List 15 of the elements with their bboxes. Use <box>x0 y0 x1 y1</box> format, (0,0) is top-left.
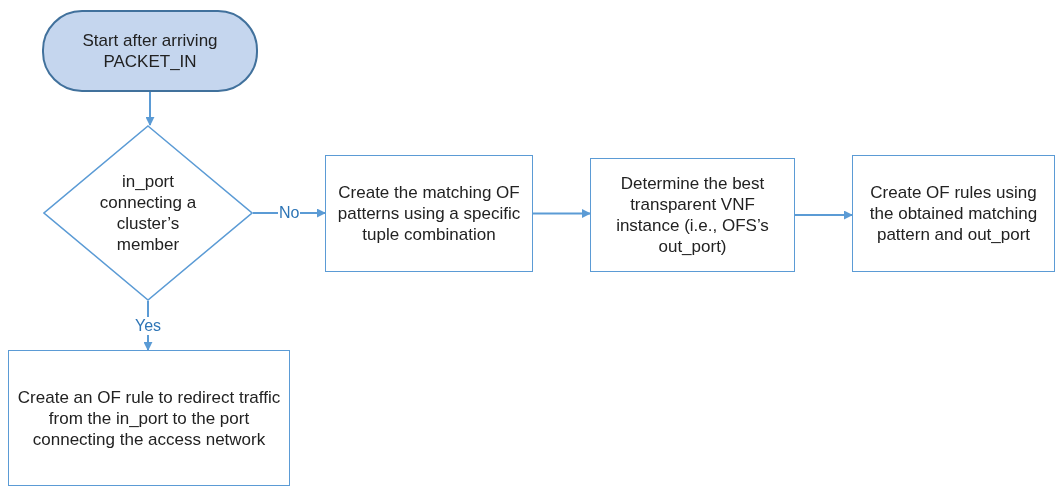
edge-label: Yes <box>134 316 163 335</box>
decision-text: in_port connecting a cluster’s member <box>98 171 198 255</box>
process-box <box>325 155 533 272</box>
decision-diamond <box>43 125 253 301</box>
step-text: Create the matching OF patterns using a specific tuple combination <box>336 182 522 245</box>
step-text: Create an OF rule to redirect traffic from the in_port to the port connecting the access network <box>16 386 282 450</box>
step-text: Determine the best transparent VNF instance (i.e., OFS’s out_port) <box>615 173 770 257</box>
arrow <box>532 209 591 218</box>
process-box <box>8 350 290 486</box>
arrow <box>145 91 155 126</box>
process-box <box>852 155 1055 272</box>
step-text: Create OF rules using the obtained matching pattern and out_port <box>868 182 1039 245</box>
process-box <box>590 158 795 272</box>
arrow <box>794 210 853 220</box>
step-text: Start after arriving PACKET_IN <box>81 30 219 72</box>
